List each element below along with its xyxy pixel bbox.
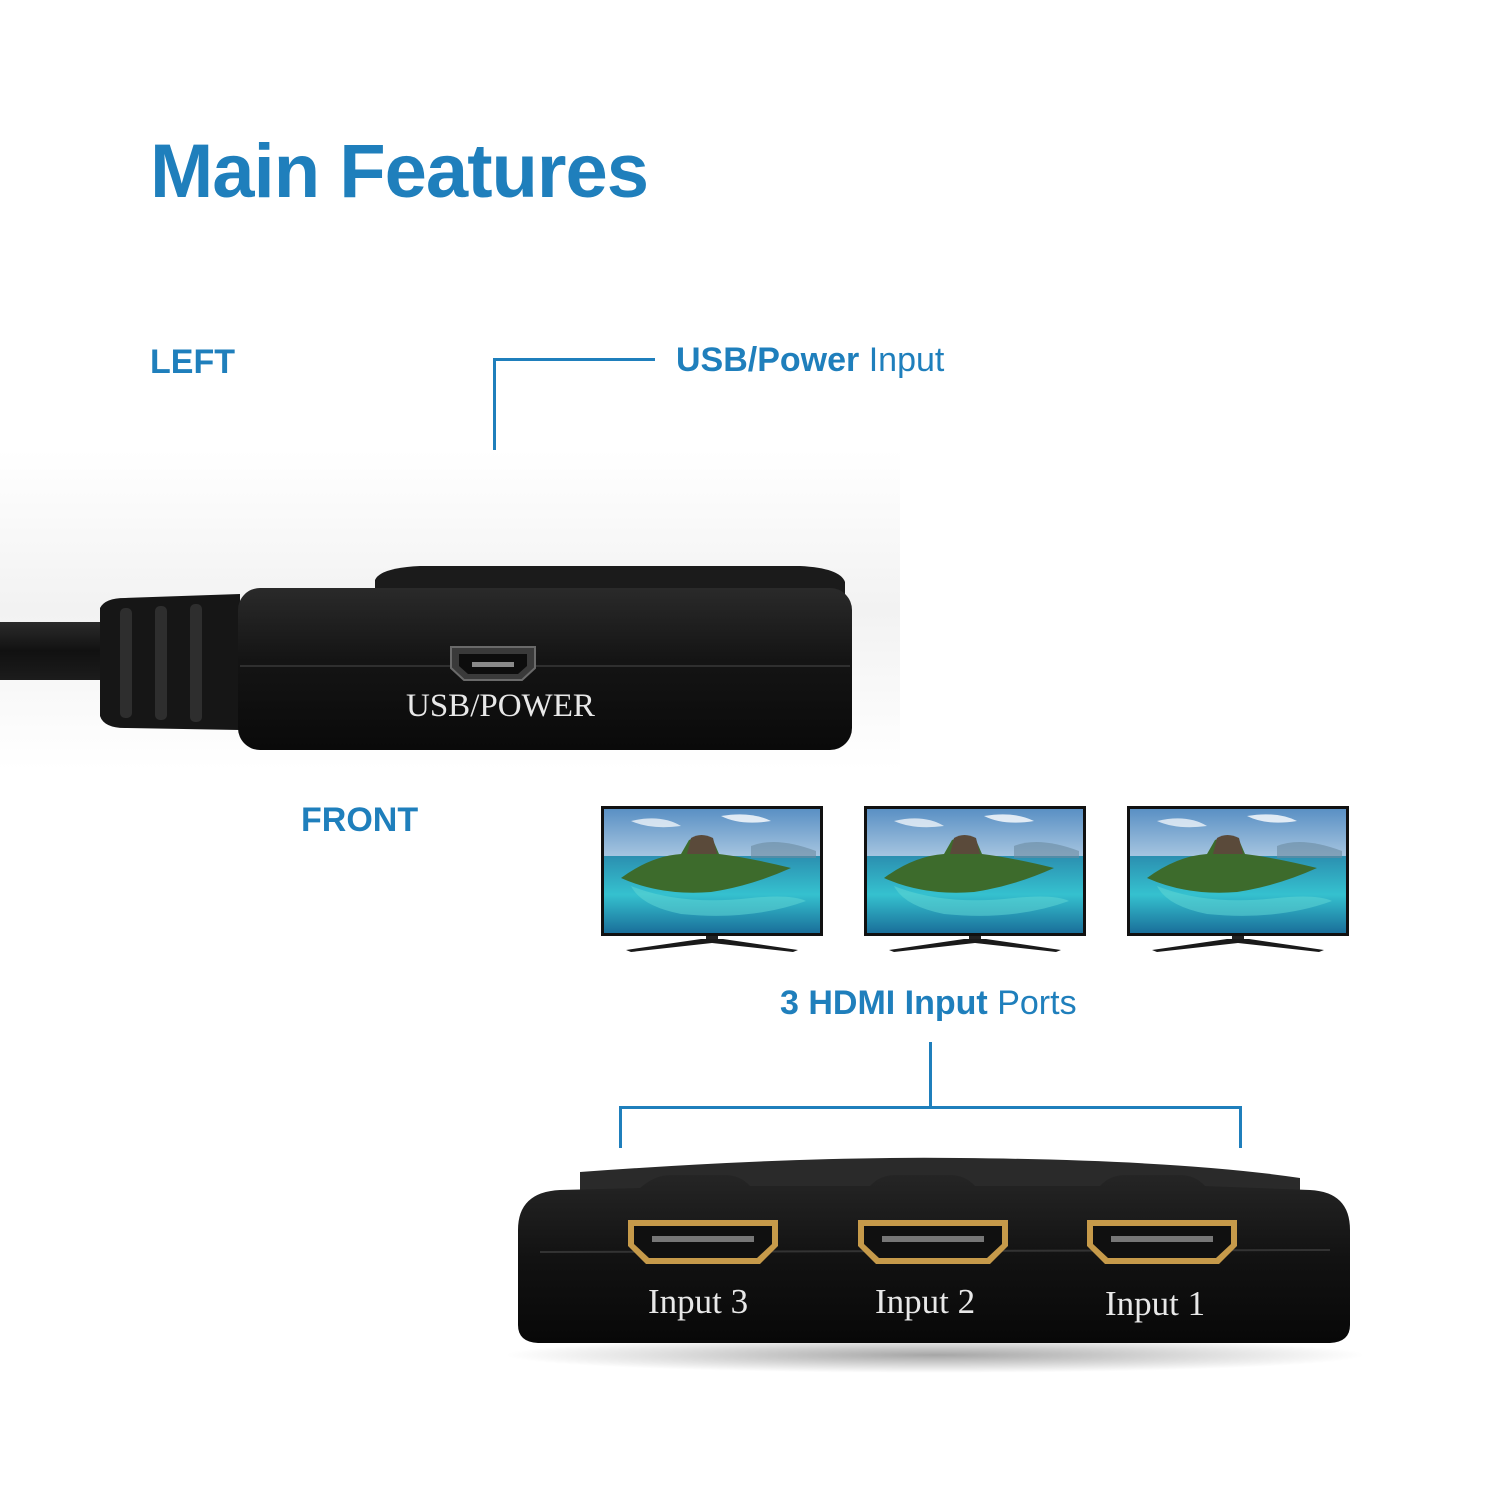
mini-usb-port-icon [450,646,536,681]
tv-icon [601,806,823,952]
hdmi-ports-callout: 3 HDMI Input Ports [780,986,1077,1020]
port-label-input-1: Input 1 [1105,1284,1206,1323]
hdmi-ports-callout-bold: 3 HDMI Input [780,984,988,1022]
hdmi-port-icon [628,1220,778,1264]
hdmi-port-icon [1087,1220,1237,1264]
hdmi-port-icon [858,1220,1008,1264]
port-label-input-3: Input 3 [648,1282,749,1321]
hdmi-ports-callout-rest: Ports [987,984,1077,1022]
tv-icon [1127,806,1349,952]
left-view-label: LEFT [150,343,235,381]
usb-power-port-label: USB/POWER [406,688,595,724]
tv-displays-group [601,806,1349,952]
usb-power-callout-bold: USB/Power [676,341,860,379]
page-title: Main Features [150,129,649,214]
usb-power-callout-rest: Input [859,341,945,379]
port-label-input-2: Input 2 [875,1282,976,1321]
tv-icon [864,806,1086,952]
switch-left-side-view [0,450,900,770]
usb-power-callout: USB/Power Input [676,343,944,377]
switch-front-view [505,1157,1365,1373]
front-view-label: FRONT [301,801,419,839]
